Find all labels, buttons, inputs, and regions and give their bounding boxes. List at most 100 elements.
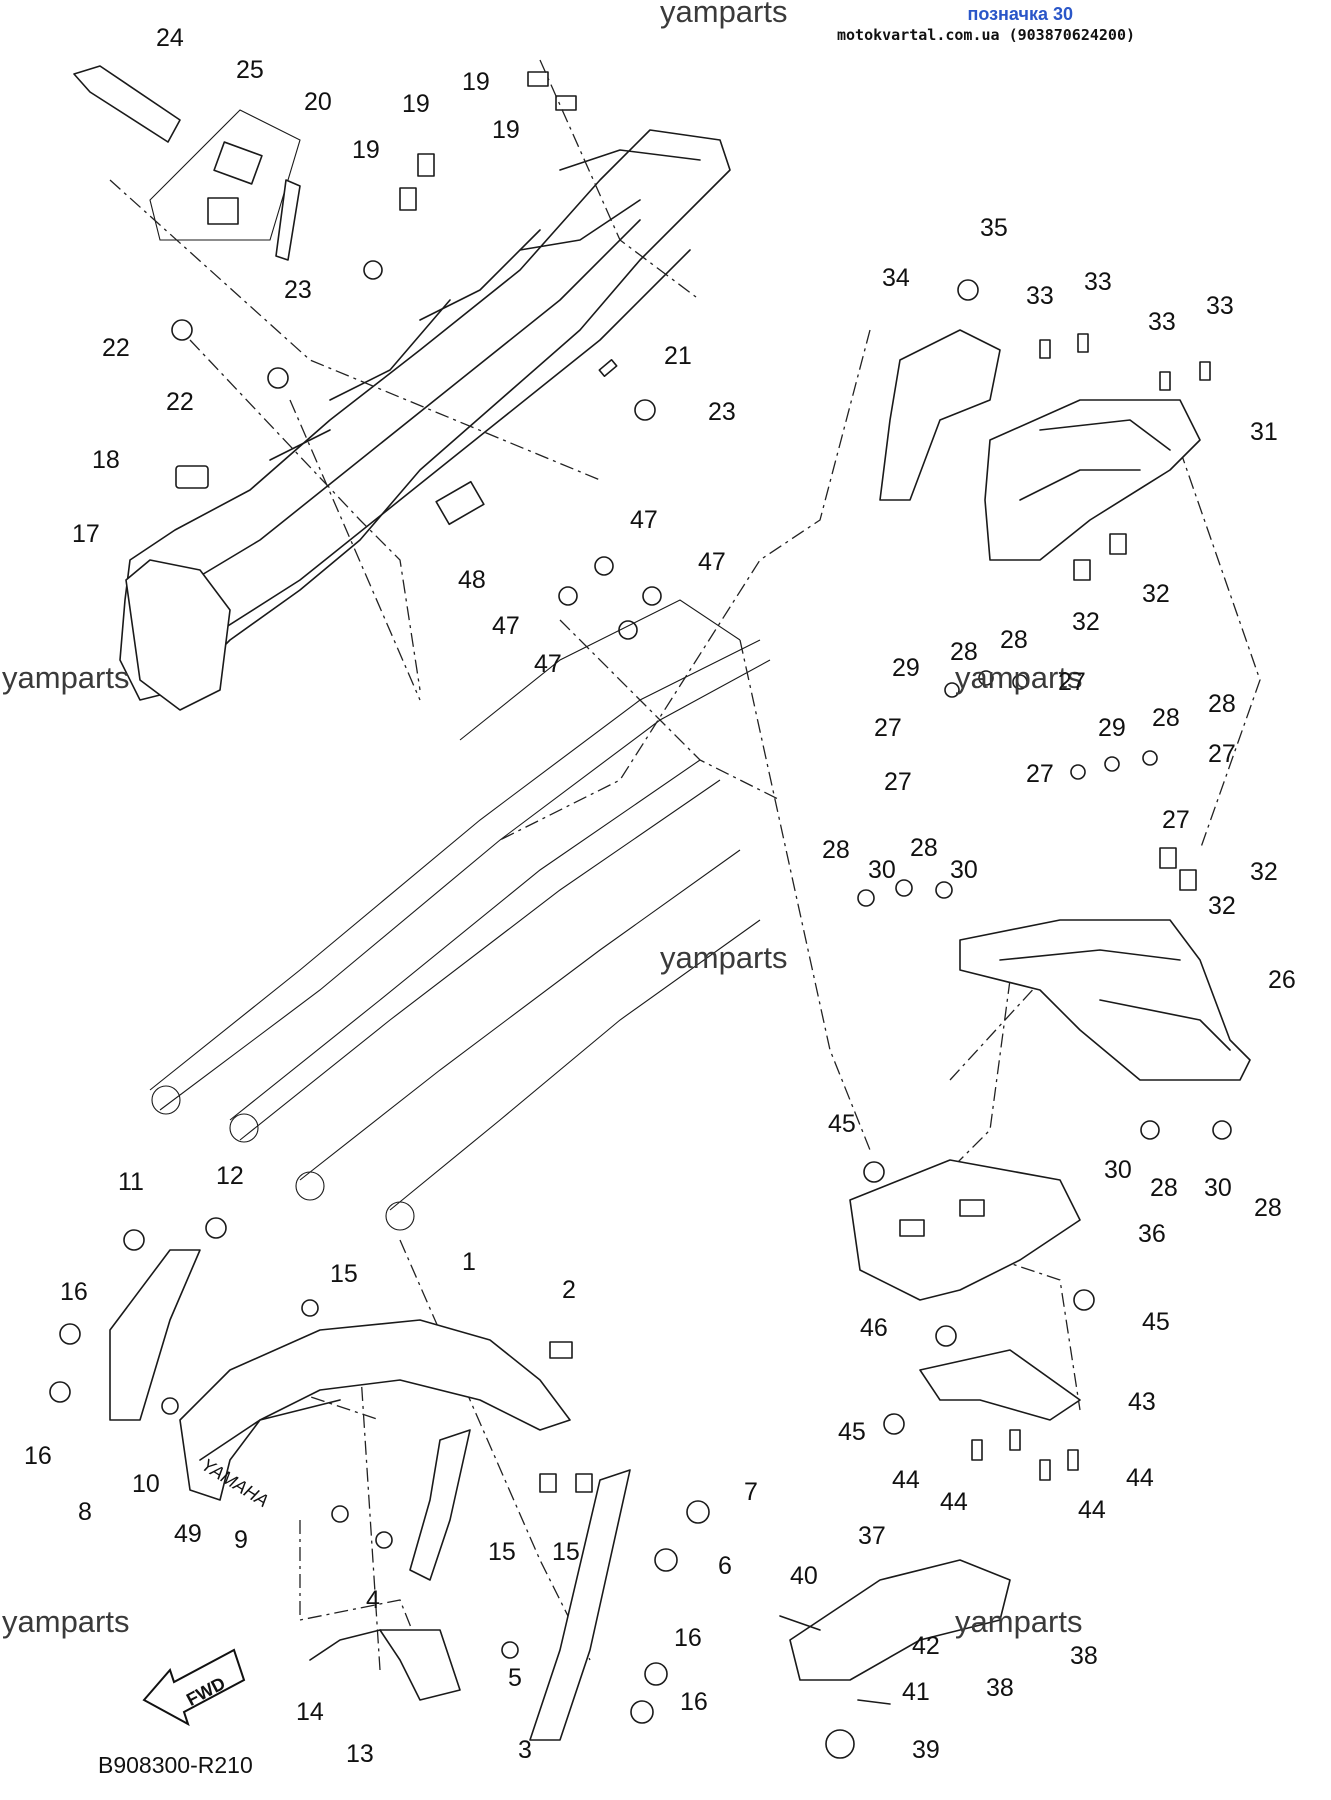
bolt-40 <box>779 1615 821 1631</box>
callout-40: 40 <box>790 1562 818 1590</box>
callout-6: 6 <box>718 1552 732 1580</box>
callout-33a: 33 <box>1026 282 1054 310</box>
callout-36: 36 <box>1138 1220 1166 1248</box>
callout-8: 8 <box>78 1498 92 1526</box>
callout-28d: 28 <box>1208 690 1236 718</box>
spring-41 <box>857 1699 891 1705</box>
callout-10: 10 <box>132 1470 160 1498</box>
bracket-36 <box>849 1159 1081 1301</box>
callout-27c: 27 <box>884 768 912 796</box>
rod-20 <box>275 179 301 261</box>
callout-29b: 29 <box>1098 714 1126 742</box>
callout-16c: 16 <box>674 1624 702 1652</box>
callout-27d: 27 <box>1026 760 1054 788</box>
callout-22a: 22 <box>102 334 130 362</box>
callout-44c: 44 <box>1078 1496 1106 1524</box>
header-site: motokvartal.com.ua (903870624200) <box>836 26 1135 44</box>
callout-37: 37 <box>858 1522 886 1550</box>
callout-31: 31 <box>1250 418 1278 446</box>
wire-14 <box>309 1629 381 1661</box>
callout-47b: 47 <box>698 548 726 576</box>
callout-labels: 1 2 3 4 5 6 7 8 9 10 11 12 13 14 15 15 1… <box>24 24 1296 1768</box>
watermark-5: yamparts <box>2 1604 129 1639</box>
callout-16a: 16 <box>60 1278 88 1306</box>
callout-15a: 15 <box>330 1260 358 1288</box>
callout-45b: 45 <box>1142 1308 1170 1336</box>
callout-49: 49 <box>174 1520 202 1548</box>
callout-45a: 45 <box>828 1110 856 1138</box>
strap-24 <box>73 65 181 143</box>
hose-guide-13 <box>379 1629 461 1701</box>
tail-housing-26 <box>959 919 1251 1081</box>
callout-27e: 27 <box>1162 806 1190 834</box>
callout-19b: 19 <box>492 116 520 144</box>
callout-32a: 32 <box>1072 608 1100 636</box>
screws-27-28-29-30 <box>857 670 1232 1140</box>
watermark-2: yamparts <box>2 660 129 695</box>
callout-17: 17 <box>72 520 100 548</box>
callout-48: 48 <box>458 566 486 594</box>
callout-27f: 27 <box>1208 740 1236 768</box>
callout-28a: 28 <box>950 638 978 666</box>
callout-46: 46 <box>860 1314 888 1342</box>
fender-bracket-right <box>409 1429 471 1581</box>
front-fender-1 <box>179 1319 571 1501</box>
callout-32c: 32 <box>1250 858 1278 886</box>
bushings-32 <box>1073 533 1197 891</box>
callout-38a: 38 <box>1070 1642 1098 1670</box>
callout-28h: 28 <box>1254 1194 1282 1222</box>
callout-44b: 44 <box>940 1488 968 1516</box>
callout-42: 42 <box>912 1632 940 1660</box>
bracket-37 <box>789 1559 1011 1681</box>
callout-28e: 28 <box>822 836 850 864</box>
callout-16d: 16 <box>680 1688 708 1716</box>
callout-25: 25 <box>236 56 264 84</box>
bracket-34 <box>879 329 1001 501</box>
callout-23a: 23 <box>284 276 312 304</box>
assembly-guide-lines <box>109 59 1261 1671</box>
grommets-47 <box>558 556 662 640</box>
callout-47a: 47 <box>630 506 658 534</box>
callout-28c: 28 <box>1152 704 1180 732</box>
callout-28g: 28 <box>1150 1174 1178 1202</box>
callout-19d: 19 <box>352 136 380 164</box>
watermark-3: yamparts <box>955 660 1082 695</box>
callout-13: 13 <box>346 1740 374 1768</box>
clips-45-46 <box>863 1161 1095 1435</box>
callout-23b: 23 <box>708 398 736 426</box>
callout-32b: 32 <box>1142 580 1170 608</box>
callout-33b: 33 <box>1084 268 1112 296</box>
callout-33d: 33 <box>1206 292 1234 320</box>
callout-30d: 30 <box>1204 1174 1232 1202</box>
callout-26: 26 <box>1268 966 1296 994</box>
callout-15b: 15 <box>488 1538 516 1566</box>
callout-27b: 27 <box>874 714 902 742</box>
callout-44d: 44 <box>1126 1464 1154 1492</box>
fender-stay-3 <box>529 1469 631 1741</box>
watermark-1: yamparts <box>660 0 787 29</box>
callout-2: 2 <box>562 1276 576 1304</box>
clip-18 <box>175 465 209 489</box>
fender-stay-8 <box>109 1249 201 1421</box>
callout-21: 21 <box>664 342 692 370</box>
callout-38b: 38 <box>986 1674 1014 1702</box>
callout-12: 12 <box>216 1162 244 1190</box>
callout-18: 18 <box>92 446 120 474</box>
callout-27a: 27 <box>1058 668 1086 696</box>
callout-30a: 30 <box>868 856 896 884</box>
callout-39: 39 <box>912 1736 940 1764</box>
callout-43: 43 <box>1128 1388 1156 1416</box>
rear-frame-outline <box>149 599 771 1231</box>
callout-4: 4 <box>366 1586 380 1614</box>
grommet-39 <box>825 1729 855 1759</box>
callout-47c: 47 <box>492 612 520 640</box>
callout-28b: 28 <box>1000 626 1028 654</box>
callout-22b: 22 <box>166 388 194 416</box>
clip-fasteners-19 <box>399 71 577 211</box>
callout-5: 5 <box>508 1664 522 1692</box>
callout-15c: 15 <box>552 1538 580 1566</box>
callout-20: 20 <box>304 88 332 116</box>
callout-32d: 32 <box>1208 892 1236 920</box>
callout-29a: 29 <box>892 654 920 682</box>
